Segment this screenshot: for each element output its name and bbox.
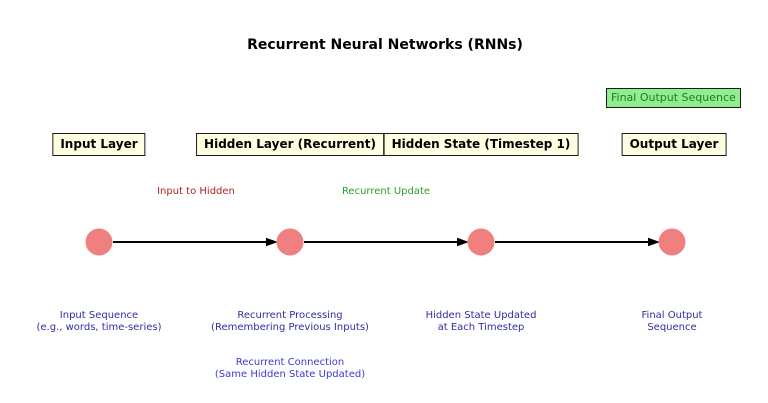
arrow-head-icon (648, 237, 660, 247)
caption-line: Input Sequence (59, 310, 139, 321)
caption-line: Final Output (641, 310, 703, 321)
caption-line: (Remembering Previous Inputs) (211, 322, 369, 333)
arrow-1 (113, 237, 278, 247)
input-node-caption: Input Sequence (e.g., words, time-series… (37, 310, 162, 334)
output-node-caption: Final Output Sequence (642, 310, 703, 334)
hidden-layer-box: Hidden Layer (Recurrent) (196, 133, 384, 156)
arrow-head-icon (457, 237, 469, 247)
caption-line: Recurrent Processing (237, 310, 343, 321)
footnote-line: Recurrent Connection (235, 357, 345, 368)
hidden-state-node-caption: Hidden State Updated at Each Timestep (426, 310, 537, 334)
caption-line: Hidden State Updated (425, 310, 537, 321)
arrow-3 (495, 237, 660, 247)
input-node-circle (85, 228, 113, 256)
caption-line: at Each Timestep (437, 322, 525, 333)
caption-line: (e.g., words, time-series) (36, 322, 162, 333)
recurrent-connection-footnote: Recurrent Connection (Same Hidden State … (215, 357, 365, 381)
caption-line: Sequence (647, 322, 697, 333)
input-layer-box: Input Layer (52, 133, 146, 156)
hidden-node-caption: Recurrent Processing (Remembering Previo… (211, 310, 369, 334)
hidden-state-box: Hidden State (Timestep 1) (383, 133, 579, 156)
arrow-2 (304, 237, 469, 247)
diagram-title: Recurrent Neural Networks (RNNs) (247, 37, 523, 53)
hidden-node-circle (276, 228, 304, 256)
hidden-state-node-circle (467, 228, 495, 256)
recurrent-update-label: Recurrent Update (341, 186, 431, 197)
output-node-circle (658, 228, 686, 256)
footnote-line: (Same Hidden State Updated) (214, 369, 366, 380)
output-layer-box: Output Layer (621, 133, 727, 156)
final-output-sequence-badge: Final Output Sequence (606, 88, 741, 108)
input-to-hidden-label: Input to Hidden (157, 186, 235, 197)
arrow-head-icon (266, 237, 278, 247)
